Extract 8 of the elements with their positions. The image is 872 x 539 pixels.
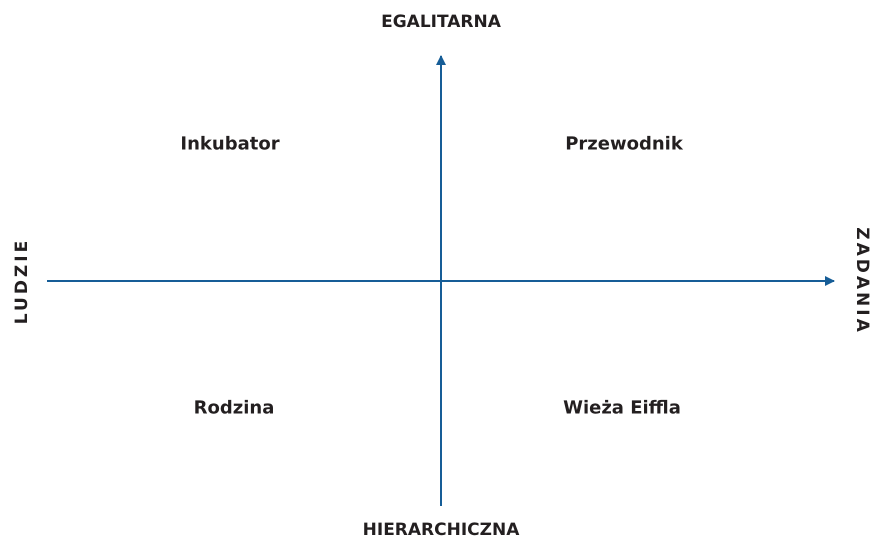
quadrant-label: Inkubator: [180, 134, 280, 154]
quadrant-label: Wieża Eiffla: [563, 398, 681, 418]
axis-label: EGALITARNA: [381, 12, 501, 32]
quadrant-label: Rodzina: [194, 398, 274, 418]
axis-label: HIERARCHICZNA: [362, 520, 520, 539]
axis-label: LUDZIE: [12, 238, 32, 324]
axis-label: ZADANIA: [852, 227, 872, 335]
quadrant-label: Przewodnik: [565, 134, 683, 154]
